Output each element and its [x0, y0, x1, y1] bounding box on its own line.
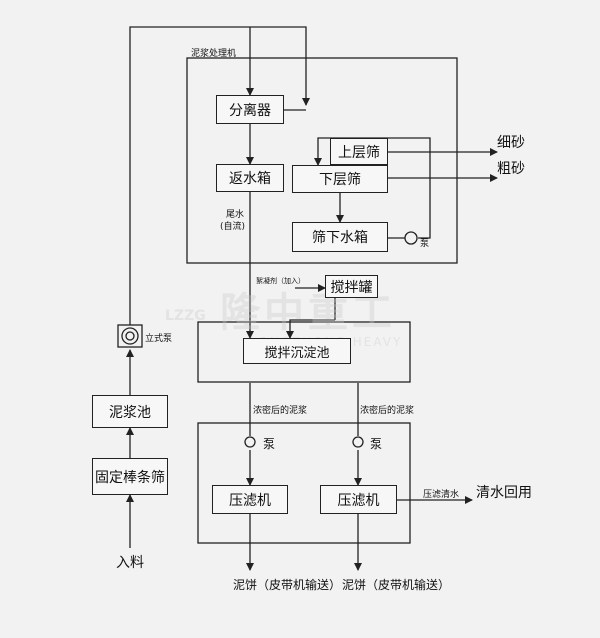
- vertical-pump-icon: [117, 324, 143, 348]
- thick-mud-label-2: 浓密后的泥浆: [360, 406, 415, 416]
- mixer-tank-box: 搅拌罐: [325, 275, 378, 298]
- separator-box: 分离器: [216, 95, 284, 124]
- filter-press-1-box: 压滤机: [212, 485, 288, 514]
- feed-label: 入料: [116, 555, 144, 571]
- thick-mud-label-1: 浓密后的泥浆: [253, 406, 308, 416]
- pump-2-icon: [352, 436, 364, 448]
- settle-pool-box: 搅拌沉淀池: [243, 338, 351, 364]
- cake-label-1: 泥饼（皮带机输送）: [233, 578, 342, 592]
- vertical-pump-label: 立式泵: [145, 334, 173, 344]
- flocculant-label: 絮凝剂（加入）: [256, 277, 305, 285]
- clear-reuse-label: 清水回用: [476, 485, 532, 501]
- under-tank-box: 筛下水箱: [292, 222, 388, 252]
- pump-1-icon: [244, 436, 256, 448]
- pump-side-label: 泵: [420, 239, 430, 249]
- lower-screen-box: 下层筛: [292, 165, 388, 193]
- pump-icon: [404, 231, 418, 245]
- coarse-sand-label: 粗砂: [497, 161, 525, 177]
- cake-label-2: 泥饼（皮带机输送）: [342, 578, 451, 592]
- pump-2-label: 泵: [370, 437, 383, 451]
- mud-machine-label: 泥浆处理机: [191, 49, 237, 59]
- press-frame: [197, 422, 411, 544]
- upper-screen-box: 上层筛: [330, 138, 388, 165]
- settle-frame: [197, 321, 411, 383]
- return-tank-box: 返水箱: [216, 164, 284, 192]
- tail-water-sub-label: (自流): [220, 222, 246, 232]
- bar-screen-box: 固定棒条筛: [92, 458, 168, 495]
- mud-machine-frame: [186, 57, 458, 264]
- filter-press-2-box: 压滤机: [320, 485, 397, 514]
- mud-pool-box: 泥浆池: [92, 395, 168, 428]
- pump-1-label: 泵: [263, 437, 276, 451]
- filtrate-label: 压滤清水: [423, 490, 460, 500]
- tail-water-label: 尾水: [226, 210, 245, 220]
- pump-to-separator-line: [129, 26, 310, 325]
- fine-sand-label: 细砂: [497, 135, 525, 151]
